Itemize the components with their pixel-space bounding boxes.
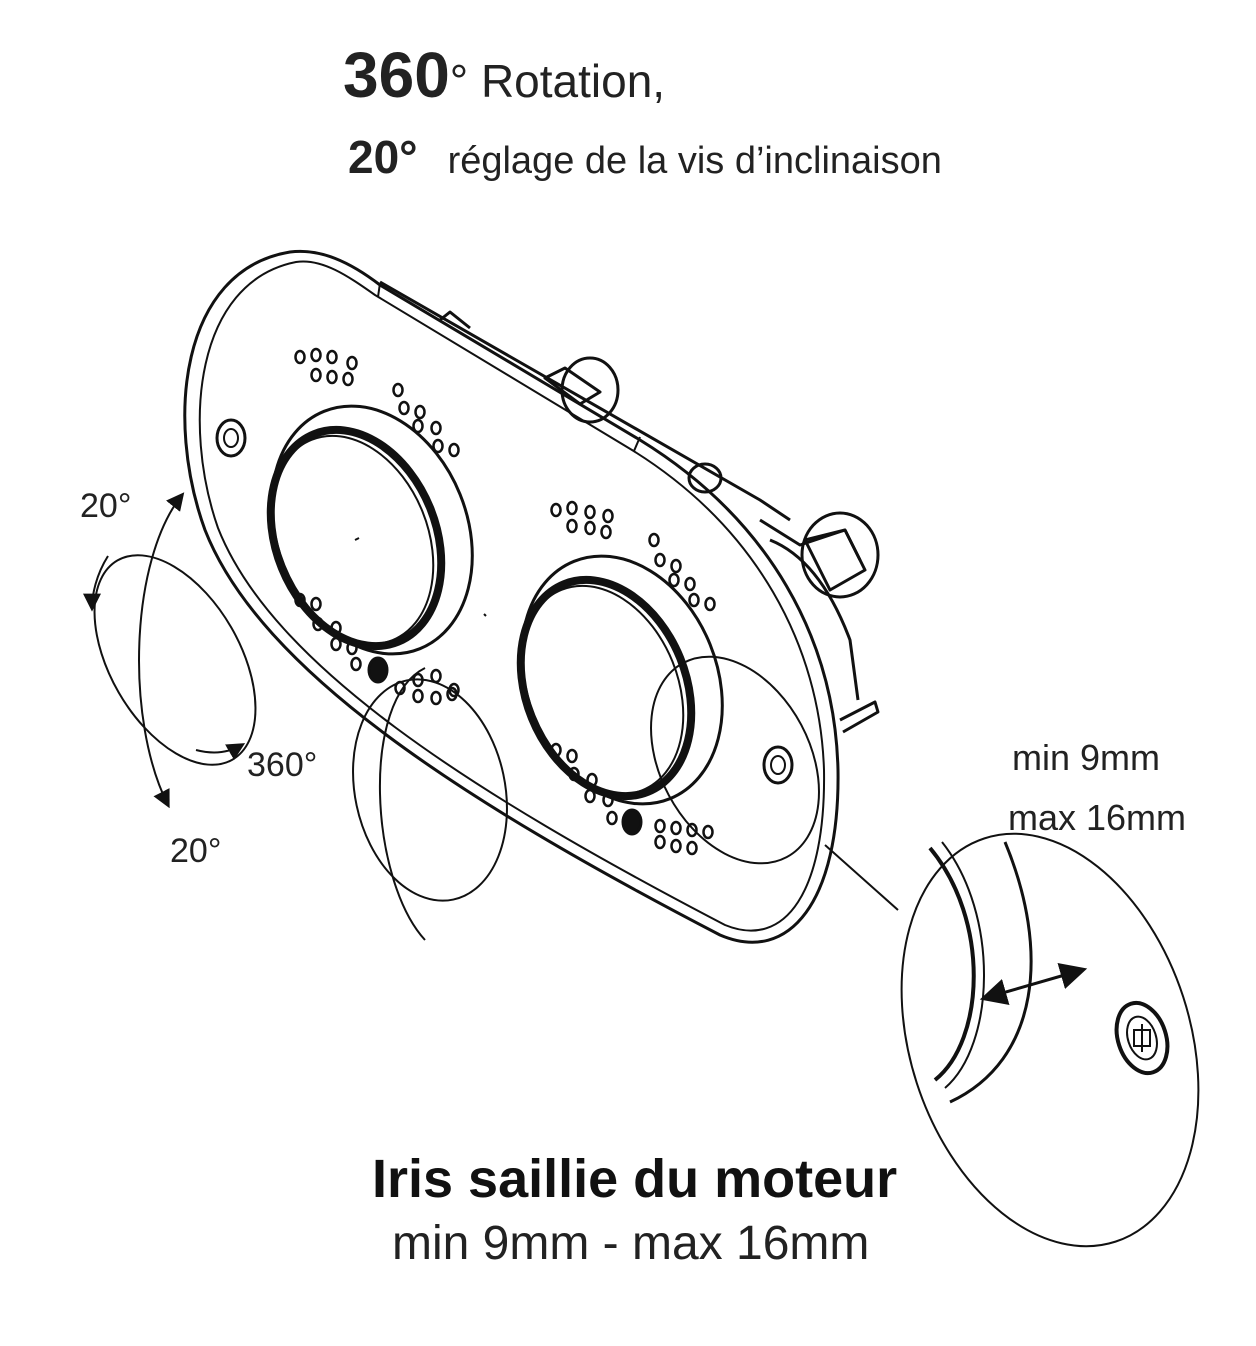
indicator-dot [294,349,306,365]
indicator-dot [684,576,696,592]
rotation-arrow-left [83,555,109,612]
indicator-dot [310,596,322,612]
indicator-dot [294,592,306,608]
indicator-dot [600,524,612,540]
indicator-dot [310,367,322,383]
indicator-dot [702,824,714,840]
indicator-dot [568,766,580,782]
indicator-dot [686,822,698,838]
indicator-dot [550,742,562,758]
screw-left [215,418,247,458]
indicator-dot [566,500,578,516]
center-screw-left [367,656,389,684]
header-line-2: 20° réglage de la vis d’inclinaison [348,130,942,184]
header-line-1: 360° Rotation, [343,38,665,112]
indicator-dot [602,508,614,524]
detail-screw-head [1133,1024,1151,1052]
indicator-dot [686,840,698,856]
caption-title: Iris saillie du moteur [372,1149,898,1209]
indicator-dot [330,620,342,636]
dimension-arrow [979,963,1088,1005]
tilt-text: réglage de la vis d’inclinaison [447,140,942,182]
tilt-bottom-label: 20° [170,832,222,870]
rotation-arrow-bottom [195,743,246,761]
indicator-dot [670,820,682,836]
dimension-min-label: min 9mm [1012,737,1161,778]
indicator-dot [326,369,338,385]
indicator-dot [398,400,410,416]
indicator-dot [586,772,598,788]
center-screw-right [621,808,643,836]
indicator-dot [654,834,666,850]
indicator-dot [584,504,596,520]
indicator-dot [584,788,596,804]
zoom-arc [378,667,426,941]
detail-screw-inner [1126,1015,1158,1061]
indicator-dot [432,438,444,454]
indicator-dot [566,518,578,534]
dimension-max-label: max 16mm [1008,797,1187,838]
indicator-dot [704,596,716,612]
indicator-dot [584,520,596,536]
indicator-dot [602,792,614,808]
indicator-dot [566,748,578,764]
indicator-dot [330,636,342,652]
cover-plate [183,249,840,944]
indicator-dot [670,838,682,854]
rotation-text: ° Rotation, [449,55,666,107]
tilt-top-label: 20° [80,487,132,525]
tilt-value: 20° [348,131,418,183]
indicator-dot [648,532,660,548]
indicator-dot [326,349,338,365]
indicator-dot [310,347,322,363]
indicator-dot [688,592,700,608]
indicator-dot [430,690,442,706]
indicator-dot [414,404,426,420]
indicator-dot [670,558,682,574]
indicator-dot [606,810,618,826]
leader-line [824,844,899,911]
indicator-dot [312,616,324,632]
rotation-value: 360 [343,39,450,111]
indicator-dot [412,688,424,704]
indicator-dot [550,502,562,518]
indicator-dot [350,656,362,672]
detail-ref-circle [650,655,820,865]
tilt-arc [138,492,185,809]
indicator-dots [294,347,716,856]
indicator-dot [654,552,666,568]
rotation-label: 360° [247,746,318,784]
detail-magnified [900,832,1200,1248]
indicator-dot [654,818,666,834]
knob-zoom-circle [352,678,508,902]
indicator-dot [668,572,680,588]
indicator-dot [342,371,354,387]
caption-subtitle: min 9mm - max 16mm [392,1217,870,1270]
indicator-dot [346,355,358,371]
indicator-dot [448,442,460,458]
left-knob [266,404,474,656]
indicator-dot [392,382,404,398]
indicator-dot [346,640,358,656]
indicator-dot [412,418,424,434]
screw-right [762,745,794,785]
detail-screw-outer [1114,1000,1170,1076]
indicator-dot [430,420,442,436]
indicator-dot [430,668,442,684]
valve-body-back [379,280,880,734]
right-knob [516,554,724,806]
